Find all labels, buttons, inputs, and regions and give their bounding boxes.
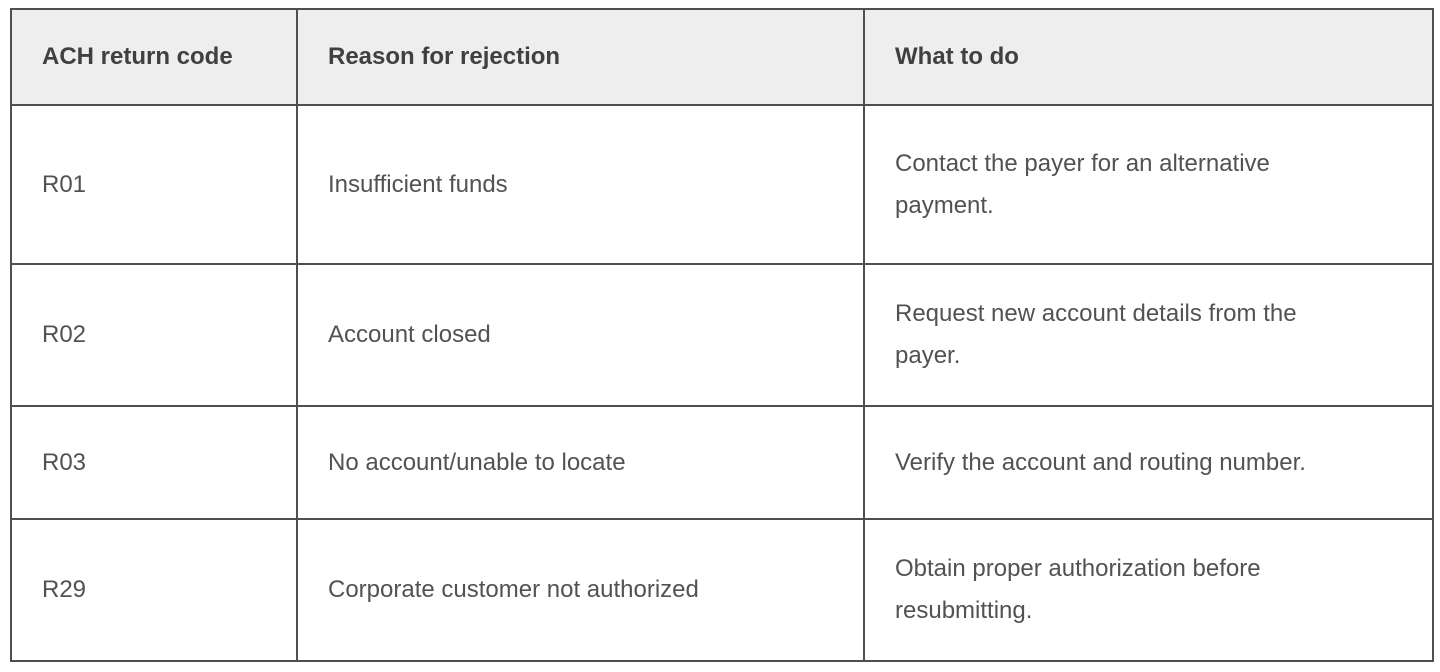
- what-to-do-cell-text: Contact the payer for an alternative pay…: [895, 149, 1270, 219]
- table-row-r02: R02 Account closed Request new account det…: [10, 263, 1434, 407]
- rejection-reason-cell: Insufficient funds: [296, 104, 865, 265]
- return-code-cell-text: R01: [42, 170, 87, 198]
- rejection-reason-cell: Corporate customer not authorized: [296, 518, 865, 662]
- return-code-cell-text: R29: [42, 576, 87, 603]
- ach-return-codes-table: ACH return code Reason for rejection Wha…: [10, 8, 1434, 662]
- return-code-cell: R02: [10, 263, 298, 407]
- return-code-cell: R01: [10, 104, 298, 265]
- what-to-do-cell: Contact the payer for an alternative pay…: [863, 104, 1434, 265]
- return-code-cell-text: R03: [42, 448, 87, 476]
- what-to-do-cell-text: Obtain proper authorization before resub…: [895, 555, 1261, 624]
- what-to-do-cell: Verify the account and routing number.: [863, 405, 1434, 520]
- table-body: R01 Insufficient funds Contact the payer f…: [10, 104, 1434, 662]
- what-to-do-cell-text: Request new account details from the pay…: [895, 300, 1297, 369]
- rejection-reason-cell-text: Account closed: [328, 321, 491, 348]
- rejection-reason-cell-text: Insufficient funds: [328, 170, 508, 198]
- what-to-do-cell-text: Verify the account and routing number.: [895, 448, 1306, 476]
- return-code-cell-text: R02: [42, 321, 87, 348]
- rejection-reason-cell-text: Corporate customer not authorized: [328, 576, 699, 603]
- column-header-reason-for-rejection: Reason for rejection: [296, 8, 865, 106]
- table-row-r03: R03 No account/unable to locate Verify the…: [10, 405, 1434, 520]
- rejection-reason-cell: No account/unable to locate: [296, 405, 865, 520]
- column-header-what-to-do: What to do: [863, 8, 1434, 106]
- table-row-r01: R01 Insufficient funds Contact the payer f…: [10, 104, 1434, 265]
- table-header: ACH return code Reason for rejection Wha…: [10, 8, 1434, 106]
- return-code-cell: R03: [10, 405, 298, 520]
- table-row-r29: R29 Corporate customer not authorized Obta…: [10, 518, 1434, 662]
- rejection-reason-cell-text: No account/unable to locate: [328, 448, 626, 476]
- return-code-cell: R29: [10, 518, 298, 662]
- rejection-reason-cell: Account closed: [296, 263, 865, 407]
- column-header-ach-return-code: ACH return code: [10, 8, 298, 106]
- header-row: ACH return code Reason for rejection Wha…: [10, 8, 1434, 106]
- what-to-do-cell: Request new account details from the pay…: [863, 263, 1434, 407]
- what-to-do-cell: Obtain proper authorization before resub…: [863, 518, 1434, 662]
